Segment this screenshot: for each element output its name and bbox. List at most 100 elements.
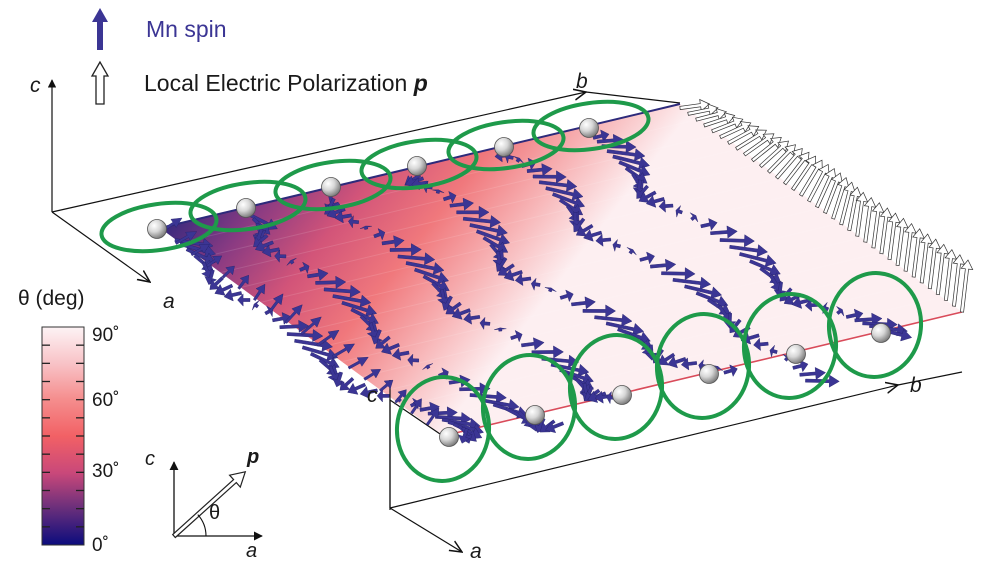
mn-atom — [439, 427, 459, 447]
spin-arrow — [612, 154, 650, 170]
spin-arrow — [341, 300, 378, 317]
spin-arrow — [739, 252, 777, 267]
spin-arrow — [552, 192, 586, 209]
spin-arrow — [618, 160, 651, 177]
polarization-arrow — [775, 148, 803, 180]
spin-arrow — [456, 205, 490, 219]
polarization-arrow — [847, 186, 862, 232]
polarization-arrow — [927, 238, 941, 290]
spin-arrow — [601, 140, 637, 154]
polarization-arrow — [952, 254, 966, 307]
spin-arrow — [545, 420, 565, 433]
spin-ring — [826, 271, 924, 379]
plane-stripe — [321, 222, 842, 348]
spin-arrow — [845, 308, 864, 322]
spin-arrow — [475, 229, 510, 246]
spin-arrow — [347, 356, 369, 370]
mn-spin-label: Mn spin — [146, 16, 227, 42]
spin-arrow — [397, 252, 436, 266]
spin-arrow — [729, 244, 768, 258]
spin-arrow — [432, 189, 445, 194]
spin-arrow — [279, 319, 310, 333]
spin-arrow — [286, 257, 297, 266]
polarization-arrow — [855, 191, 869, 237]
spin-arrow — [381, 235, 405, 249]
polarization-arrow — [919, 233, 933, 284]
spin-arrow — [359, 386, 378, 399]
spin-arrow — [309, 352, 340, 369]
spin-arrow — [695, 291, 729, 308]
polarization-arrow — [960, 259, 974, 313]
inset-p-arrow — [171, 470, 247, 539]
polarization-arrow — [751, 136, 782, 163]
polarization-arrow — [695, 107, 728, 122]
spin-arrow — [510, 329, 523, 343]
spin-arrow — [458, 428, 471, 444]
spin-arrow — [575, 224, 594, 237]
spin-ring — [273, 158, 393, 212]
mn-atom — [236, 198, 256, 218]
plane-stripe — [240, 162, 761, 288]
polarization-arrow — [727, 125, 760, 145]
plane-stripe — [281, 192, 801, 318]
spin-arrow — [605, 321, 645, 336]
polarization-arrow — [863, 196, 877, 243]
spin-arrow — [667, 355, 687, 369]
polarization-arrow — [807, 163, 830, 203]
back-axis-frame — [47, 79, 681, 282]
spin-arrow — [334, 210, 352, 224]
polarization-arrow — [759, 140, 789, 168]
inset-a-label: a — [246, 540, 258, 562]
colorbar-tick-60: 60˚ — [92, 390, 120, 411]
spin-arrow — [638, 190, 657, 203]
spin-arrow — [513, 156, 524, 164]
spin-arrow — [684, 284, 723, 300]
spin-arrow — [612, 239, 621, 253]
polarization-arrow — [831, 176, 850, 220]
spin-arrow — [316, 329, 340, 347]
spin-arrow — [645, 195, 665, 208]
spin-arrow — [410, 398, 422, 415]
mn-atom — [786, 344, 806, 364]
spin-arrow — [538, 179, 578, 192]
polarization-arrow — [735, 129, 767, 151]
spin-arrow — [445, 301, 462, 315]
mn-atom — [871, 323, 891, 343]
polarization-arrow — [935, 243, 950, 296]
spin-arrow — [497, 263, 515, 276]
front-b-axis — [389, 385, 898, 509]
plane-stripe — [260, 177, 781, 303]
spin-ring — [446, 118, 566, 172]
polarization-arrow — [943, 248, 958, 301]
polarization-arrow — [783, 151, 810, 186]
local-polarization-arrows — [679, 98, 974, 313]
back-a-axis — [51, 211, 150, 282]
polarization-arrow — [767, 144, 796, 174]
colorbar-tick-30: 30˚ — [92, 461, 120, 482]
mn-atom — [612, 385, 632, 405]
spin-arrow — [583, 229, 603, 242]
theta-colorbar — [41, 326, 85, 546]
polarization-symbol: p — [413, 70, 428, 96]
spin-arrow — [700, 218, 718, 231]
spin-arrow — [449, 197, 474, 211]
polarization-arrow — [711, 116, 744, 134]
mn-atom — [147, 219, 167, 239]
spin-arrow — [753, 337, 769, 351]
spin-ring — [531, 99, 651, 153]
spin-arrow — [749, 259, 781, 276]
spin-arrow — [675, 205, 683, 218]
spin-arrow — [332, 294, 372, 308]
spin-arrow — [425, 407, 440, 426]
spin-arrow — [469, 223, 508, 238]
spin-arrow — [531, 345, 564, 359]
mn-spin-legend-icon — [92, 8, 108, 50]
spin-arrow — [350, 307, 379, 325]
colorbar-title: θ (deg) — [18, 287, 85, 310]
inset-theta-label: θ — [209, 502, 221, 524]
spin-arrow — [373, 228, 386, 241]
spin-arrow — [710, 225, 738, 239]
spin-arrow — [526, 163, 553, 177]
spin-arrow — [571, 296, 596, 310]
